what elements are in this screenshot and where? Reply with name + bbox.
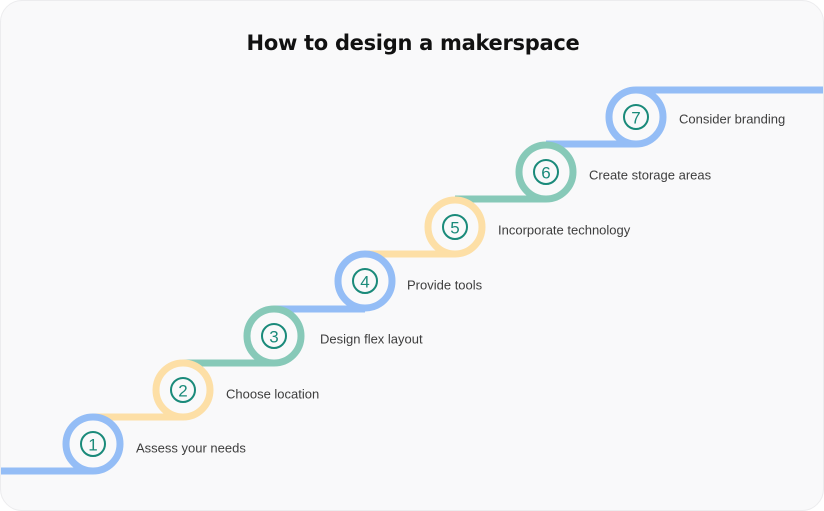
step-label-4: Provide tools [407,277,483,293]
number-circle-icon-5 [442,214,468,240]
step-ring-2 [152,359,214,421]
step-number-7: 7 [631,109,640,128]
step-number-3: 3 [269,328,278,347]
step-ring-4 [334,250,396,312]
step-label-5: Incorporate technology [498,222,631,238]
number-circle-icon-7 [623,104,649,130]
step-label-3: Design flex layout [320,331,423,347]
step-label-2: Choose location [226,386,320,402]
step-ring-3 [243,305,305,367]
number-circle-icon-4 [352,268,378,294]
step-ring-1 [62,413,124,475]
step-number-2: 2 [178,382,187,401]
step-ring-6 [515,141,577,203]
step-label-7: Consider branding [679,111,786,127]
step-label-6: Create storage areas [589,167,712,183]
step-number-4: 4 [360,273,369,292]
diagram-title: How to design a makerspace [246,31,580,55]
number-circle-icon-3 [261,323,287,349]
step-number-5: 5 [450,219,459,238]
number-circle-icon-2 [170,377,196,403]
step-number-6: 6 [541,164,550,183]
step-ring-7 [605,86,667,148]
step-label-1: Assess your needs [136,440,246,456]
step-ring-5 [424,196,486,258]
number-circle-icon-6 [533,159,559,185]
number-circle-icon-1 [80,431,106,457]
step-number-1: 1 [88,436,97,455]
